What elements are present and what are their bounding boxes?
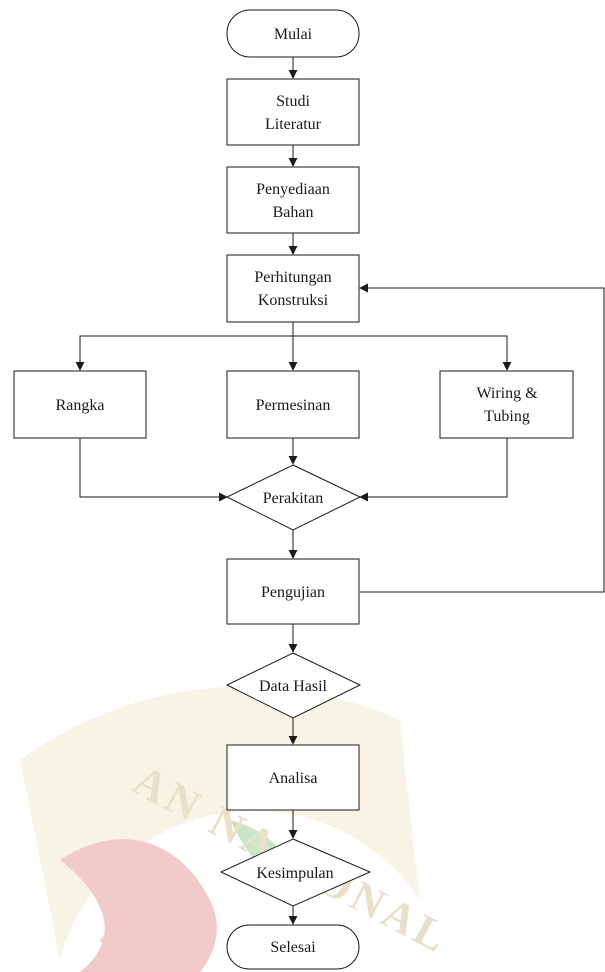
seal-flame-shape bbox=[60, 839, 217, 972]
studi-label-line1: Studi bbox=[276, 93, 310, 110]
wiring-label-line1: Wiring & bbox=[476, 385, 538, 402]
analisa-box: Analisa bbox=[226, 744, 360, 811]
rangka-label: Rangka bbox=[56, 397, 105, 414]
start-label: Mulai bbox=[274, 26, 313, 43]
feedback-arrow-pengujian-to-konstruksi bbox=[359, 283, 605, 593]
bahan-label-line2: Bahan bbox=[273, 204, 314, 221]
end-terminator: Selesai bbox=[226, 924, 360, 970]
arrow-wiring-to-perakitan bbox=[359, 438, 508, 502]
konstruksi-label-line2: Konstruksi bbox=[258, 292, 329, 309]
pengujian-box: Pengujian bbox=[226, 558, 360, 625]
wiring-label-line2: Tubing bbox=[484, 408, 530, 425]
konstruksi-label-line1: Perhitungan bbox=[254, 269, 331, 286]
analisa-label: Analisa bbox=[269, 770, 318, 787]
arrow-rangka-to-perakitan bbox=[79, 438, 228, 502]
rangka-box: Rangka bbox=[13, 370, 147, 439]
data-hasil-label: Data Hasil bbox=[259, 678, 328, 695]
data-hasil-diamond: Data Hasil bbox=[225, 652, 362, 719]
seal-flame-shape-2 bbox=[100, 918, 180, 972]
permesinan-box: Permesinan bbox=[226, 370, 360, 439]
studi-label-line2: Literatur bbox=[265, 116, 322, 133]
kesimpulan-label: Kesimpulan bbox=[256, 865, 333, 882]
perhitungan-konstruksi-box: Perhitungan Konstruksi bbox=[226, 254, 360, 323]
kesimpulan-diamond: Kesimpulan bbox=[219, 838, 372, 907]
permesinan-label: Permesinan bbox=[256, 397, 331, 414]
studi-literatur-box: Studi Literatur bbox=[226, 78, 360, 146]
end-label: Selesai bbox=[270, 939, 316, 956]
bahan-label-line1: Penyediaan bbox=[256, 181, 330, 198]
pengujian-label: Pengujian bbox=[261, 584, 325, 601]
start-terminator: Mulai bbox=[226, 9, 360, 58]
penyediaan-bahan-box: Penyediaan Bahan bbox=[226, 166, 360, 234]
wiring-tubing-box: Wiring & Tubing bbox=[439, 370, 574, 439]
perakitan-label: Perakitan bbox=[263, 490, 323, 507]
perakitan-diamond: Perakitan bbox=[225, 464, 362, 531]
connectors bbox=[75, 57, 605, 925]
